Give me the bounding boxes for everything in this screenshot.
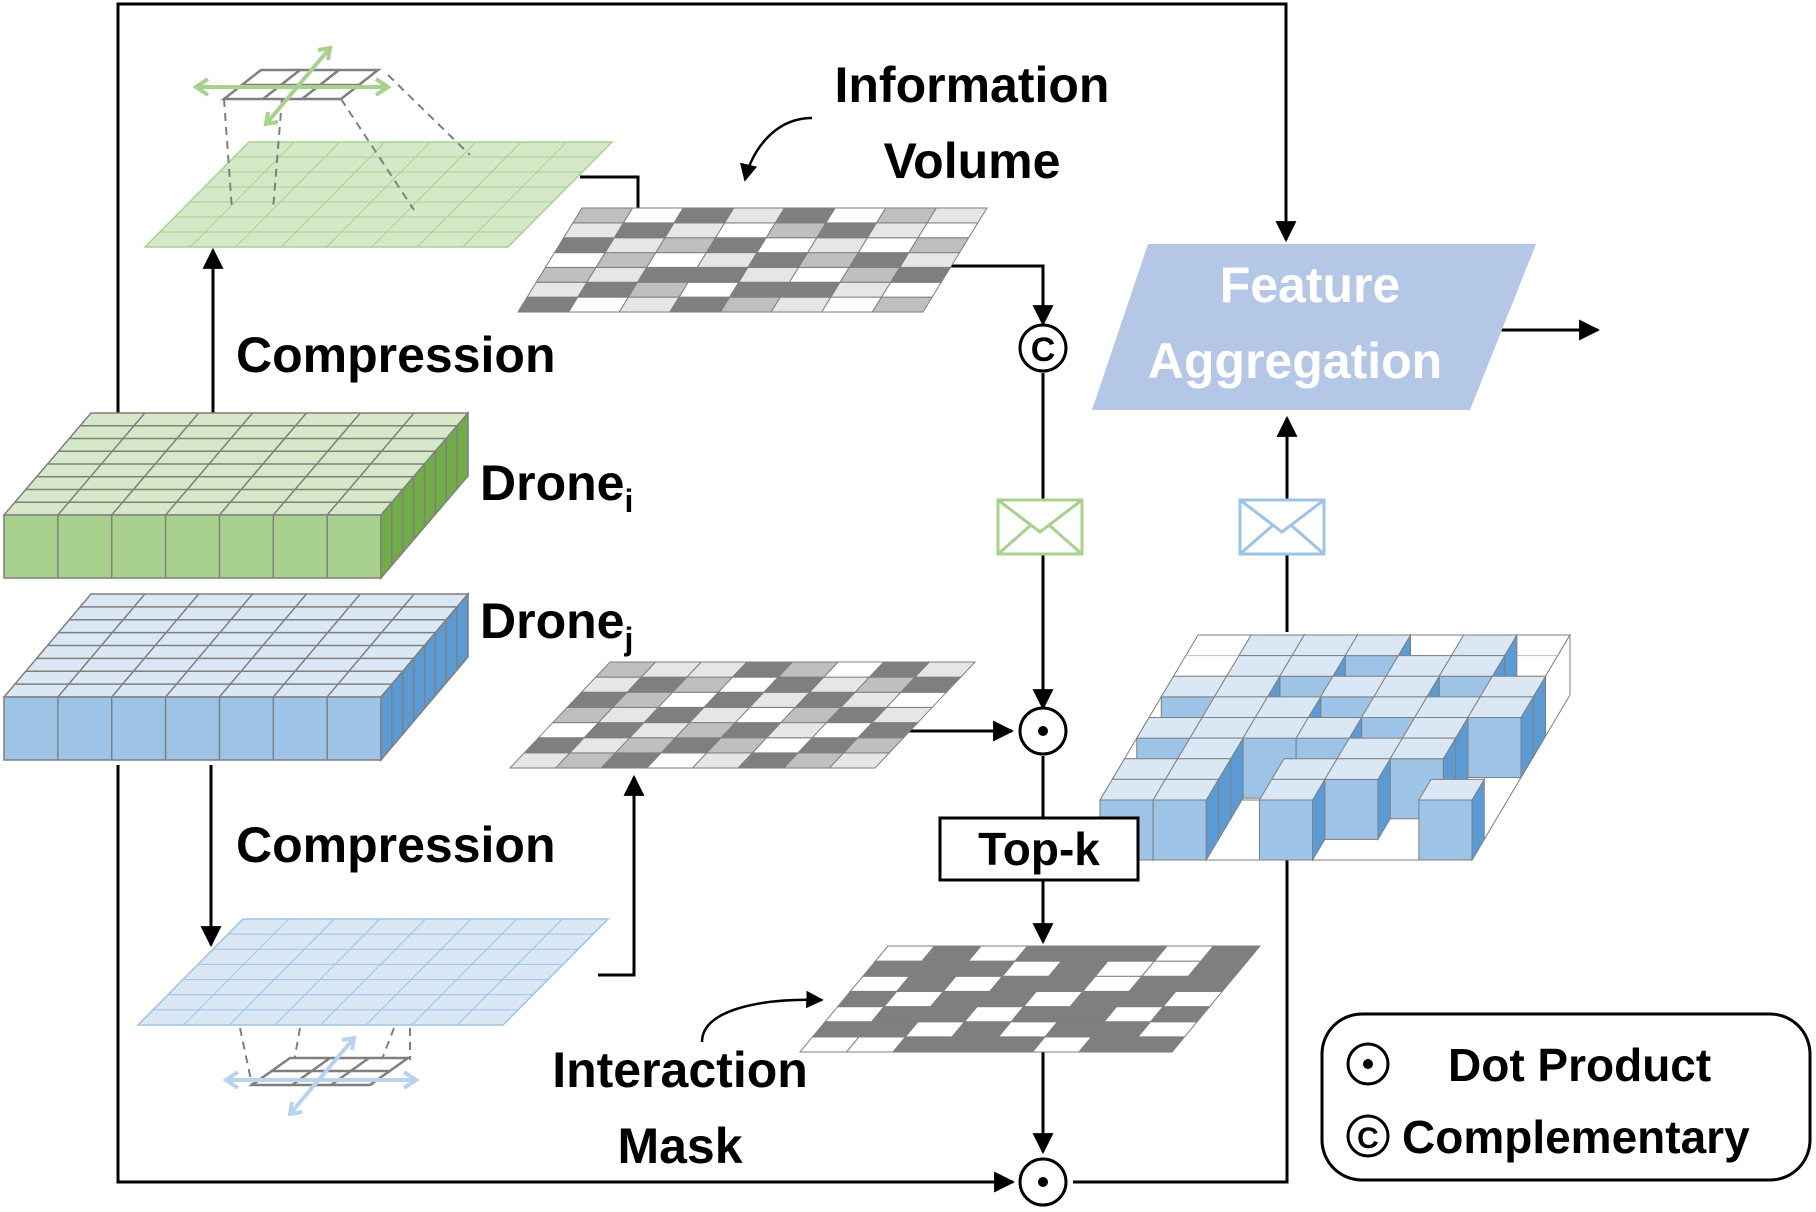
information-volume-map-top: [517, 207, 988, 313]
feature-aggregation-line2: Aggregation: [1148, 333, 1442, 389]
legend-dot-product-icon: [1346, 1042, 1390, 1086]
interaction-mask-label-line1: Interaction: [552, 1042, 808, 1098]
blue-to-volume-arrow: [598, 774, 645, 977]
legend-dot-product-label: Dot Product: [1448, 1039, 1711, 1091]
dot-product-operator-middle: [1018, 706, 1068, 756]
legend-box: Dot Product C Complementary: [1320, 1012, 1812, 1182]
information-volume-label-line2: Volume: [884, 133, 1061, 189]
information-volume-label-line1: Information: [835, 57, 1110, 113]
dot-product-operator-bottom: [1018, 1157, 1068, 1207]
green-direction-arrows-icon: [192, 45, 392, 127]
drone-i-label: Dronei: [480, 455, 633, 519]
drone-j-feature-block: [2, 591, 470, 763]
compression-label-bottom: Compression: [236, 817, 556, 873]
interaction-mask-pointer: [700, 990, 824, 1043]
drone-j-label: Dronej: [480, 593, 633, 657]
legend-complementary-label: Complementary: [1402, 1111, 1750, 1163]
dot-to-sparse-arrow: [1073, 805, 1298, 1184]
compressed-map-green: [143, 45, 614, 248]
legend-complementary-symbol: C: [1357, 1122, 1379, 1155]
message-green-icon: [996, 498, 1084, 556]
drone-i-feature-block: [2, 410, 470, 581]
compressed-map-blue: [136, 918, 610, 1117]
compression-label-top: Compression: [236, 327, 556, 383]
topk-selector: Top-k: [938, 816, 1140, 882]
volume-to-complementary-arrow: [925, 264, 1054, 327]
information-volume-map-bottom: [508, 661, 977, 769]
interaction-mask-map: [798, 945, 1262, 1053]
drone-i-skip-arrow: [116, 2, 1297, 465]
complementary-operator: C: [1018, 323, 1068, 373]
legend-complementary-icon: C: [1346, 1114, 1390, 1158]
drone-j-skip-arrow: [116, 765, 1016, 1193]
sparse-feature-map: [1099, 633, 1571, 862]
message-blue-icon: [1238, 498, 1326, 556]
blue-direction-arrows-icon: [222, 1035, 420, 1117]
complementary-operator-symbol: C: [1031, 331, 1056, 369]
feature-aggregation-block: Feature Aggregation: [1092, 244, 1536, 410]
feature-aggregation-line1: Feature: [1220, 257, 1401, 313]
info-volume-pointer: [740, 116, 813, 182]
topk-label: Top-k: [978, 823, 1100, 875]
text-labels: Information Volume Compression Compressi…: [236, 57, 1109, 1174]
interaction-mask-label-line2: Mask: [617, 1118, 742, 1174]
